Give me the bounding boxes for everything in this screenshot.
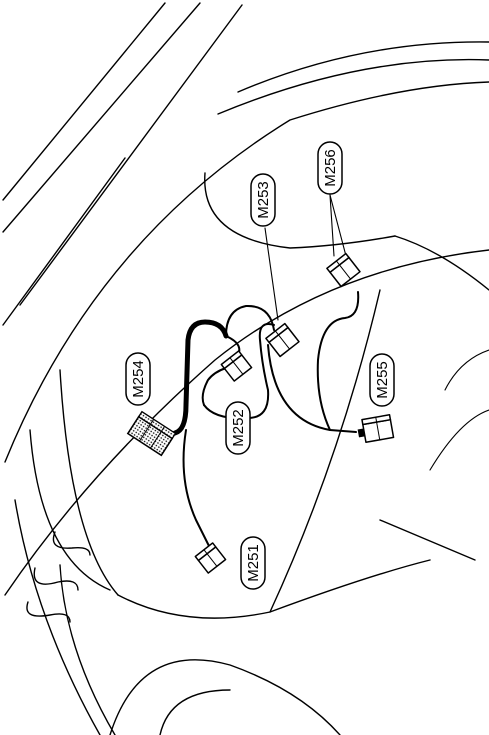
connector-m252-body (220, 350, 253, 382)
label-m256: M256 (317, 141, 343, 195)
label-m255-text: M255 (374, 361, 391, 399)
label-m251-text: M251 (245, 544, 262, 582)
label-m254-text: M254 (130, 360, 147, 398)
label-m256-text: M256 (322, 149, 339, 187)
label-m251: M251 (240, 536, 266, 590)
label-m253-text: M253 (255, 181, 272, 219)
label-m252-text: M252 (230, 409, 247, 447)
connector-m253-body (265, 322, 300, 358)
connector-m255-body (357, 414, 395, 444)
connector-m254-body (126, 410, 177, 457)
label-m254: M254 (125, 352, 151, 406)
connector-m256-body (326, 252, 361, 288)
cable-clips (26, 531, 91, 623)
label-m255: M255 (369, 353, 395, 407)
connector-m251-body (194, 542, 227, 574)
wiring-harness (172, 291, 360, 549)
leader-lines (264, 194, 347, 321)
label-m253: M253 (250, 173, 276, 227)
label-m252: M252 (225, 401, 251, 455)
